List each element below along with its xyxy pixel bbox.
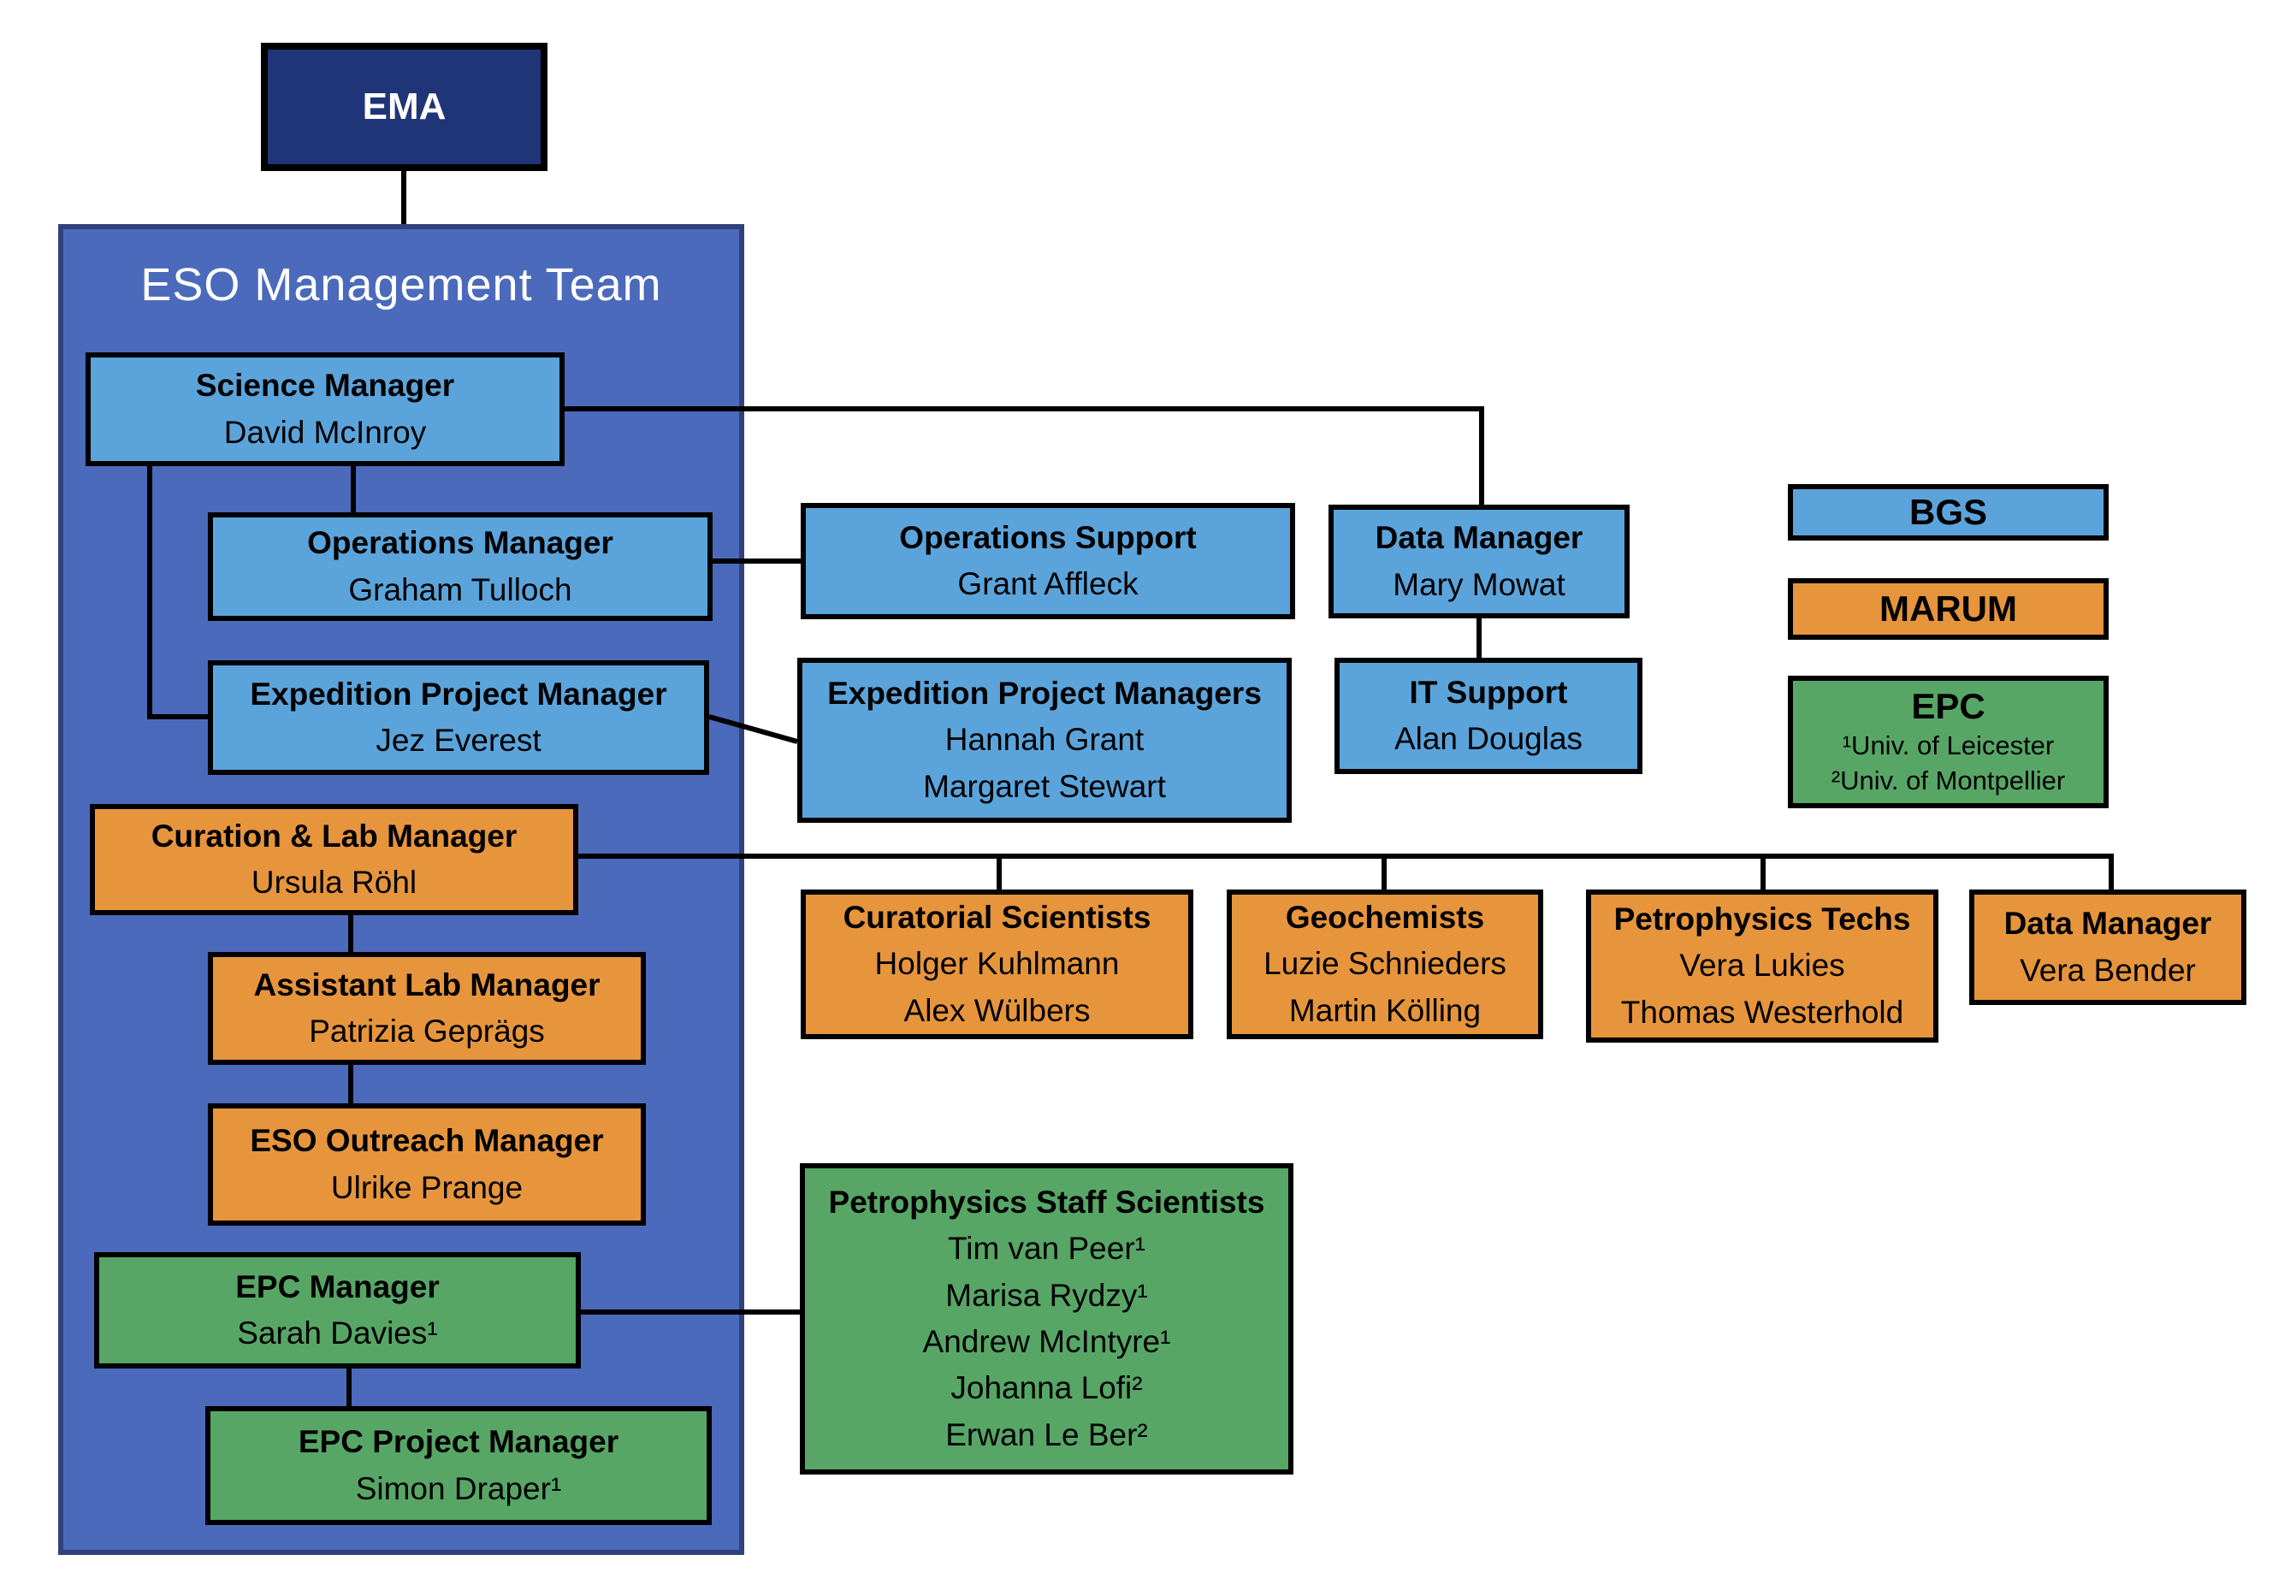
ema-label: EMA: [362, 85, 447, 127]
connector-expedition-pm-to-pms: [708, 714, 798, 744]
geochemists-box: Geochemists Luzie Schnieders Martin Köll…: [1227, 890, 1543, 1039]
connector-science-to-expedition-pm: [147, 466, 208, 719]
eso-outreach-manager-names: Ulrike Prange: [330, 1169, 524, 1205]
assistant-lab-manager-box: Assistant Lab Manager Patrizia Geprägs: [208, 952, 646, 1065]
expedition-project-manager-names: Jez Everest: [376, 723, 541, 758]
legend-bgs-box: BGS: [1788, 484, 2109, 541]
legend-bgs-label: BGS: [1908, 492, 1987, 533]
curation-lab-manager-names: Ursula Röhl: [251, 865, 417, 900]
legend-epc-label: EPC: [1911, 686, 1985, 727]
expedition-project-manager-box: Expedition Project Manager Jez Everest: [208, 660, 709, 775]
legend-marum-box: MARUM: [1788, 578, 2109, 640]
data-manager-bender-names: Vera Bender: [2020, 952, 2196, 988]
curatorial-scientists-title: Curatorial Scientists: [843, 899, 1151, 935]
petrophysics-staff-scientists-title: Petrophysics Staff Scientists: [828, 1184, 1265, 1220]
operations-support-box: Operations Support Grant Affleck: [801, 503, 1295, 619]
geochemists-names: Luzie Schnieders Martin Kölling: [1263, 946, 1506, 1028]
expedition-project-managers-title: Expedition Project Managers: [827, 675, 1262, 711]
legend-epc-box: EPC ¹Univ. of Leicester ²Univ. of Montpe…: [1788, 676, 2109, 808]
operations-manager-names: Graham Tulloch: [348, 571, 572, 607]
operations-support-names: Grant Affleck: [957, 566, 1139, 601]
science-manager-title: Science Manager: [195, 368, 455, 404]
data-manager-mowat-box: Data Manager Mary Mowat: [1328, 505, 1630, 618]
curatorial-scientists-names: Holger Kuhlmann Alex Wülbers: [874, 946, 1120, 1028]
curation-lab-manager-title: Curation & Lab Manager: [151, 818, 518, 854]
data-manager-mowat-title: Data Manager: [1375, 520, 1583, 556]
operations-manager-box: Operations Manager Graham Tulloch: [208, 512, 713, 621]
connector-curation-main-line: [578, 854, 2114, 890]
eso-outreach-manager-box: ESO Outreach Manager Ulrike Prange: [208, 1103, 646, 1226]
assistant-lab-manager-title: Assistant Lab Manager: [253, 966, 601, 1002]
science-manager-names: David McInroy: [223, 414, 427, 450]
curatorial-scientists-box: Curatorial Scientists Holger Kuhlmann Al…: [801, 890, 1193, 1039]
petrophysics-techs-title: Petrophysics Techs: [1613, 901, 1911, 937]
it-support-names: Alan Douglas: [1394, 721, 1583, 756]
epc-project-manager-box: EPC Project Manager Simon Draper¹: [205, 1406, 712, 1525]
ema-box: EMA: [261, 43, 547, 171]
eso-outreach-manager-title: ESO Outreach Manager: [250, 1123, 604, 1159]
curation-lab-manager-box: Curation & Lab Manager Ursula Röhl: [90, 804, 578, 915]
data-manager-bender-box: Data Manager Vera Bender: [1969, 890, 2246, 1005]
expedition-project-managers-names: Hannah Grant Margaret Stewart: [923, 722, 1166, 804]
expedition-project-managers-box: Expedition Project Managers Hannah Grant…: [797, 658, 1292, 823]
expedition-project-manager-title: Expedition Project Manager: [250, 676, 667, 712]
epc-manager-title: EPC Manager: [235, 1268, 440, 1304]
operations-manager-title: Operations Manager: [307, 525, 613, 561]
petrophysics-techs-box: Petrophysics Techs Vera Lukies Thomas We…: [1586, 890, 1938, 1043]
it-support-title: IT Support: [1409, 674, 1568, 710]
science-manager-box: Science Manager David McInroy: [86, 352, 565, 466]
petrophysics-staff-scientists-box: Petrophysics Staff Scientists Tim van Pe…: [800, 1163, 1293, 1475]
container-title: ESO Management Team: [140, 259, 662, 310]
epc-manager-box: EPC Manager Sarah Davies¹: [94, 1252, 581, 1368]
data-manager-mowat-names: Mary Mowat: [1393, 566, 1565, 602]
epc-manager-names: Sarah Davies¹: [237, 1315, 438, 1351]
petrophysics-techs-names: Vera Lukies Thomas Westerhold: [1620, 948, 1904, 1030]
data-manager-bender-title: Data Manager: [2003, 906, 2212, 942]
operations-support-title: Operations Support: [899, 519, 1197, 555]
epc-project-manager-names: Simon Draper¹: [355, 1470, 562, 1506]
legend-marum-label: MARUM: [1879, 588, 2017, 630]
epc-project-manager-title: EPC Project Manager: [298, 1424, 619, 1460]
legend-epc-footnotes: ¹Univ. of Leicester ²Univ. of Montpellie…: [1831, 730, 2066, 795]
connector-science-to-data-manager: [565, 406, 1484, 505]
assistant-lab-manager-names: Patrizia Geprägs: [309, 1014, 545, 1049]
petrophysics-staff-scientists-names: Tim van Peer¹ Marisa Rydzy¹ Andrew McInt…: [922, 1231, 1171, 1452]
it-support-box: IT Support Alan Douglas: [1334, 658, 1642, 774]
geochemists-title: Geochemists: [1285, 899, 1485, 935]
